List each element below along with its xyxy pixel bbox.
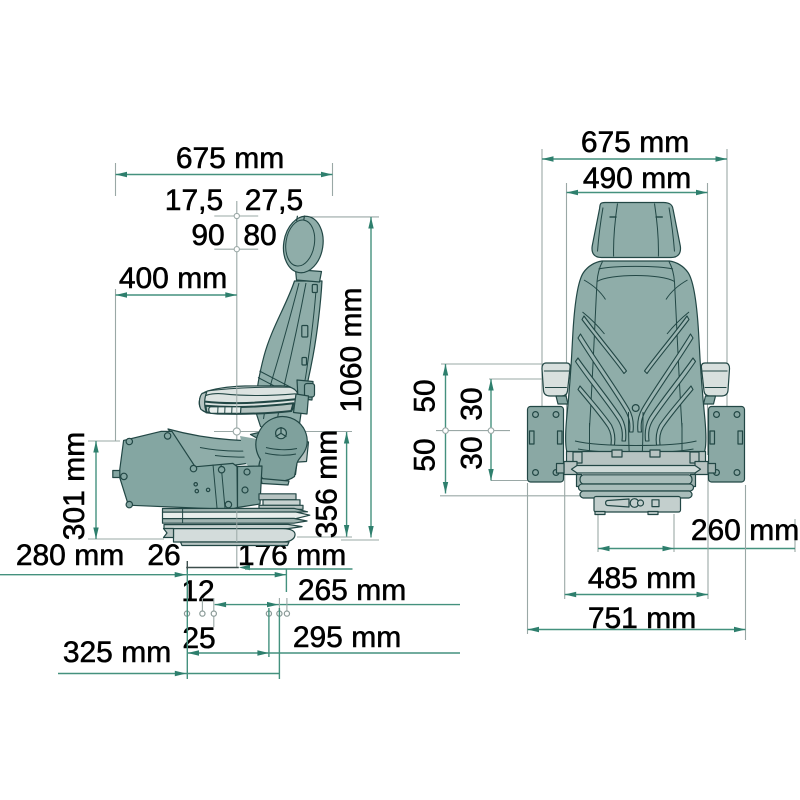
svg-text:1060 mm: 1060 mm	[335, 287, 368, 412]
svg-text:325 mm: 325 mm	[63, 636, 171, 669]
svg-text:30: 30	[456, 387, 489, 420]
svg-text:30: 30	[456, 436, 489, 469]
svg-text:751 mm: 751 mm	[588, 602, 696, 635]
svg-text:27,5: 27,5	[245, 184, 303, 217]
svg-text:90: 90	[191, 219, 224, 252]
svg-text:80: 80	[243, 219, 276, 252]
svg-text:17,5: 17,5	[165, 184, 223, 217]
svg-text:356 mm: 356 mm	[311, 430, 344, 538]
svg-text:400 mm: 400 mm	[119, 262, 227, 295]
svg-text:675 mm: 675 mm	[581, 126, 689, 159]
svg-text:12: 12	[181, 575, 214, 608]
svg-text:50: 50	[409, 438, 442, 471]
svg-text:50: 50	[409, 379, 442, 412]
svg-text:490 mm: 490 mm	[583, 162, 691, 195]
svg-text:675 mm: 675 mm	[176, 142, 284, 175]
svg-text:280 mm: 280 mm	[16, 539, 124, 572]
svg-text:485 mm: 485 mm	[588, 562, 696, 595]
svg-text:295 mm: 295 mm	[293, 621, 401, 654]
svg-text:265 mm: 265 mm	[298, 574, 406, 607]
svg-text:301 mm: 301 mm	[58, 432, 91, 540]
svg-text:26: 26	[147, 539, 180, 572]
